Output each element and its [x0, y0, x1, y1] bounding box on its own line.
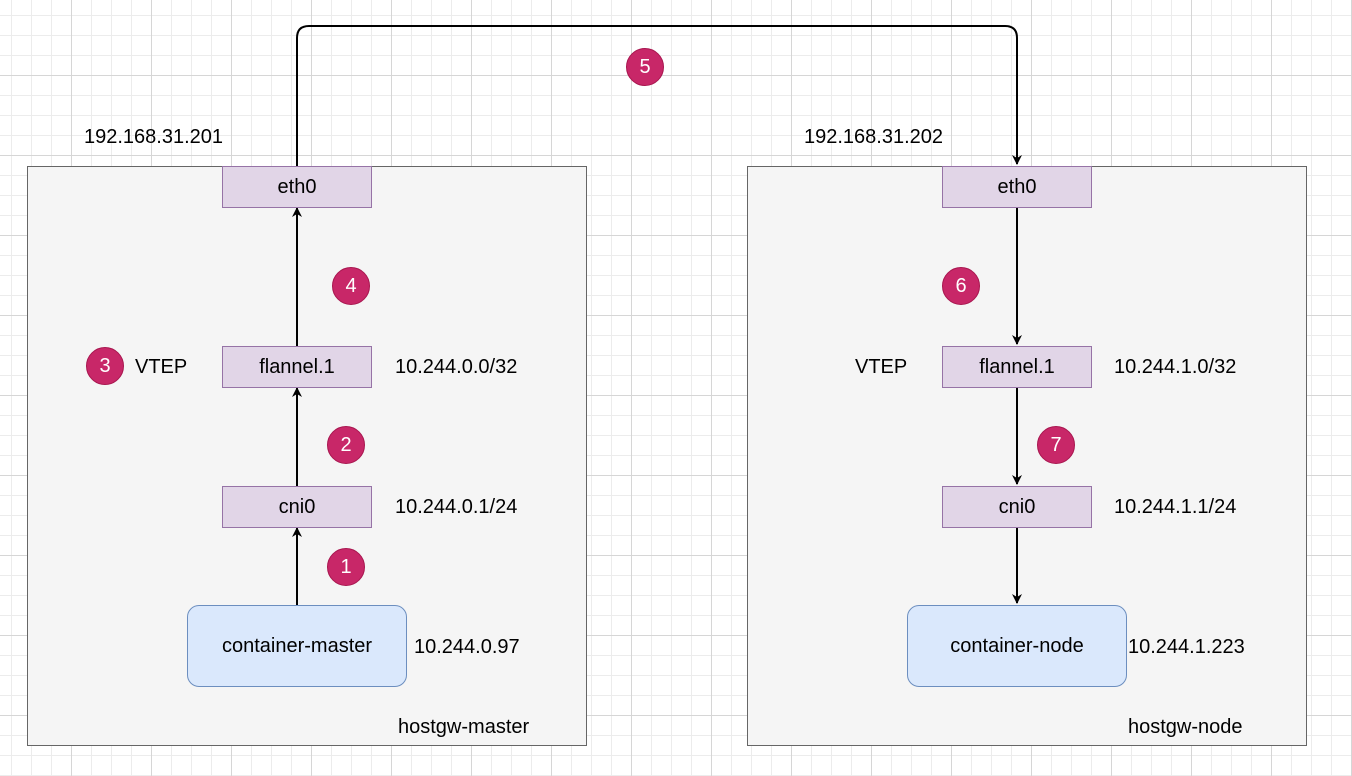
step-badge-4: 4: [332, 267, 370, 305]
step-badge-1: 1: [327, 548, 365, 586]
step-badge-5: 5: [626, 48, 664, 86]
node-eth0-interface: eth0: [942, 166, 1092, 208]
step-badge-3: 3: [86, 347, 124, 385]
node-flannel-interface: flannel.1: [942, 346, 1092, 388]
node-container-ip: 10.244.1.223: [1128, 636, 1245, 658]
master-host-ip: 192.168.31.201: [84, 126, 224, 148]
master-container: container-master: [187, 605, 407, 687]
master-host-name: hostgw-master: [398, 716, 530, 738]
step-badge-2: 2: [327, 426, 365, 464]
master-eth0-interface: eth0: [222, 166, 372, 208]
node-cni0-interface: cni0: [942, 486, 1092, 528]
node-host-name: hostgw-node: [1128, 716, 1243, 738]
node-flannel-cidr: 10.244.1.0/32: [1114, 356, 1237, 378]
node-cni-cidr: 10.244.1.1/24: [1114, 496, 1237, 518]
node-container: container-node: [907, 605, 1127, 687]
step-badge-7: 7: [1037, 426, 1075, 464]
master-cni-cidr: 10.244.0.1/24: [395, 496, 518, 518]
master-vtep-label: VTEP: [135, 356, 188, 378]
master-cni0-interface: cni0: [222, 486, 372, 528]
master-container-ip: 10.244.0.97: [414, 636, 520, 658]
node-vtep-label: VTEP: [855, 356, 908, 378]
master-flannel-interface: flannel.1: [222, 346, 372, 388]
step-badge-6: 6: [942, 267, 980, 305]
node-host-ip: 192.168.31.202: [804, 126, 944, 148]
master-flannel-cidr: 10.244.0.0/32: [395, 356, 518, 378]
